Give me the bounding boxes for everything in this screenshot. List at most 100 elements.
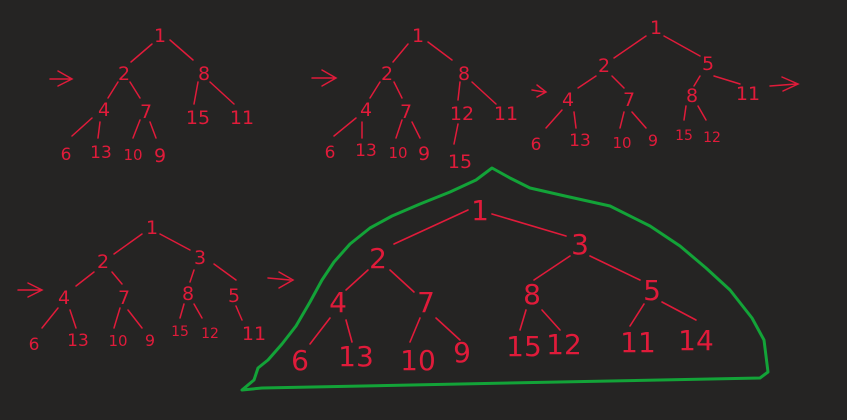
edge [613,35,647,59]
node: 6 [531,135,542,155]
node: 8 [458,63,470,85]
edge [392,43,409,63]
node: 14 [678,324,714,357]
edge [457,81,461,101]
node: 3 [571,228,589,261]
edge [69,309,77,329]
node: 6 [291,344,309,377]
node: 5 [702,53,714,75]
node: 8 [686,85,698,107]
node: 6 [325,143,336,163]
edge [435,317,461,341]
node: 10 [108,332,127,350]
edge [611,75,625,89]
tree-b [311,41,497,145]
edge [209,81,235,105]
node: 13 [338,340,374,373]
edge [393,209,469,245]
node: 5 [643,274,661,307]
edge [683,105,687,121]
node: 4 [58,287,70,309]
node: 1 [146,217,158,239]
tree-a-labels: 1 2 8 4 7 15 11 6 13 10 9 [61,25,255,167]
edge [453,123,459,145]
arrow-icon [17,282,44,298]
node: 15 [171,324,189,340]
node: 11 [736,83,760,105]
edge [169,39,194,61]
edge [149,121,157,139]
node: 13 [90,143,112,163]
edge [235,305,243,321]
edge [573,111,577,129]
tree-a [49,39,235,139]
node: 15 [448,151,472,173]
edge [389,269,415,293]
node: 4 [360,99,372,121]
node: 3 [194,247,206,269]
node: 8 [182,283,194,305]
edge [545,109,563,129]
edge [213,263,237,281]
node: 15 [675,128,693,144]
edge [41,307,59,329]
node: 12 [546,328,582,361]
edge [589,255,641,281]
node: 6 [29,335,40,355]
node: 9 [453,336,471,369]
edge [369,81,381,99]
edge [189,269,195,283]
node: 9 [648,131,658,150]
edge [130,43,153,63]
edge [631,111,647,129]
node: 12 [201,326,219,342]
node: 8 [523,278,541,311]
node: 11 [230,107,254,129]
edge [411,121,421,139]
edge [97,121,101,139]
edge [661,301,697,321]
node: 4 [562,89,574,111]
node: 7 [118,287,130,309]
edge [541,309,561,331]
node: 1 [412,25,424,47]
node: 5 [228,285,240,307]
edge [113,307,121,329]
node: 1 [471,194,489,227]
edge [193,303,203,319]
node: 11 [620,326,656,359]
tree-d [17,233,295,329]
edge [491,213,567,237]
arrow-icon [769,76,800,92]
node: 8 [198,63,210,85]
node: 2 [97,251,109,273]
edge [309,317,331,345]
edge [75,271,95,287]
node: 10 [388,144,407,162]
tree-c [531,35,800,129]
tree-e-labels: 1 2 3 4 7 8 5 6 13 10 9 15 12 11 14 [291,194,714,377]
node: 13 [569,131,591,151]
edge [71,117,93,137]
node: 9 [145,331,155,350]
node: 2 [598,55,610,77]
tree-b-labels: 1 2 8 4 7 12 11 6 13 10 9 15 [325,25,519,173]
node: 4 [329,286,347,319]
node: 15 [506,330,542,363]
arrow-icon [311,69,338,87]
edge [113,233,143,255]
highlight-outline [240,166,770,392]
edge [345,269,369,291]
edge [409,317,421,343]
node: 7 [623,89,635,111]
edge [111,271,123,285]
node: 4 [98,99,110,121]
node: 1 [650,17,662,39]
edge [577,75,597,89]
edge [471,81,497,105]
node: 11 [242,323,266,345]
arrow-icon [267,271,295,289]
edge [179,303,185,319]
arrow-icon [49,70,74,87]
node: 9 [418,143,430,165]
